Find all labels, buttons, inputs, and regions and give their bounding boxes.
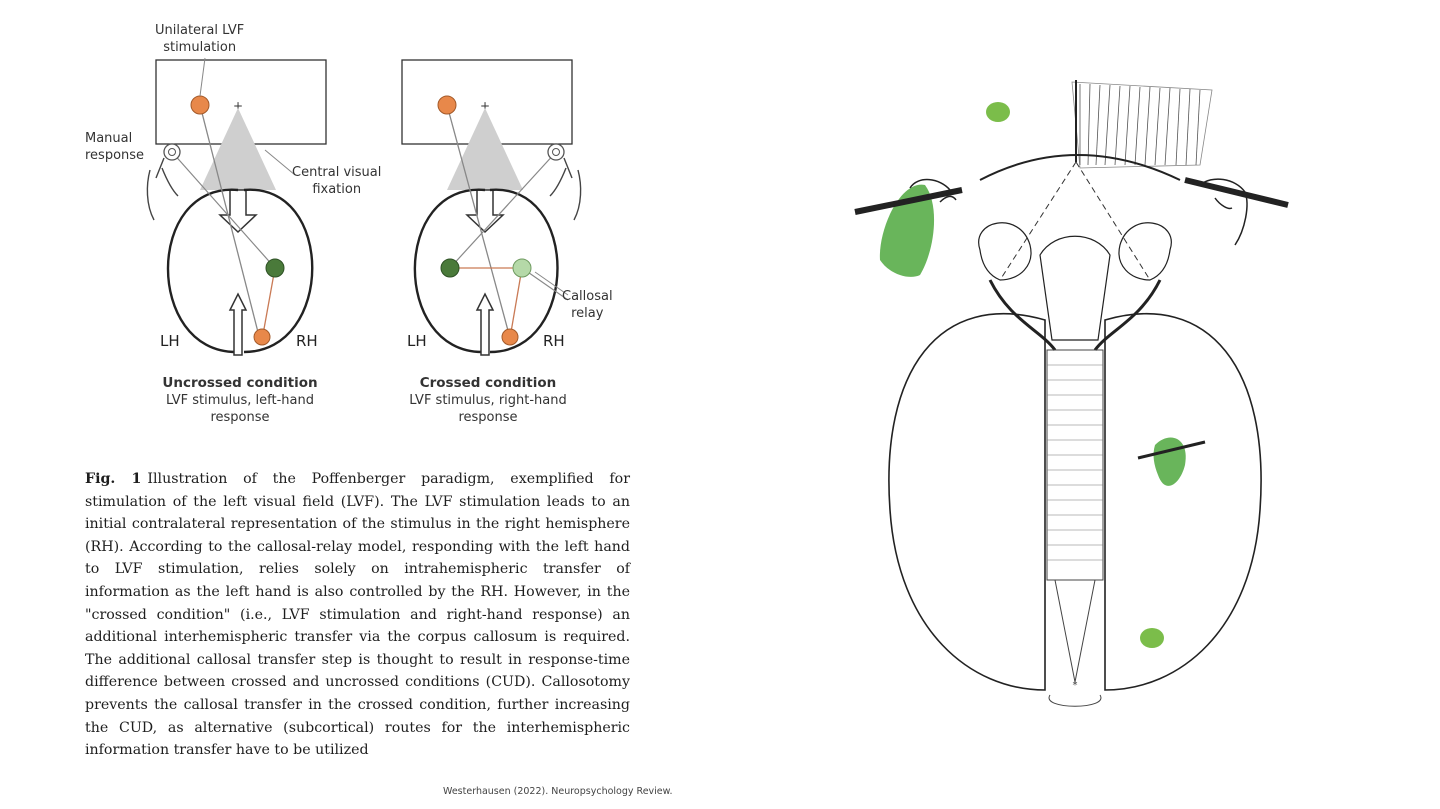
diagram-drawing: + + — [146, 57, 582, 356]
corpus-callosum — [1046, 349, 1104, 581]
uncrossed-condition-caption: Uncrossed condition LVF stimulus, left-h… — [150, 375, 330, 426]
condition-title: Uncrossed condition — [162, 375, 318, 391]
condition-subtitle: LVF stimulus, right-hand response — [409, 393, 567, 425]
citation: Westerhausen (2022). Neuropsychology Rev… — [443, 786, 673, 797]
input-arrow — [465, 189, 505, 234]
lh-label: LH — [160, 332, 180, 350]
output-arrow — [475, 292, 495, 356]
output-arrow — [228, 292, 248, 356]
fixation-cone — [200, 108, 276, 190]
svg-text:*: * — [1073, 680, 1078, 691]
left-hemisphere — [888, 313, 1046, 691]
condition-subtitle: LVF stimulus, left-hand response — [165, 393, 315, 425]
fixation-cross: + — [233, 99, 243, 113]
rh-label: RH — [296, 332, 318, 350]
fixation-cross: + — [480, 99, 490, 113]
fixation-cone — [447, 108, 523, 190]
stimulation-label: Unilateral LVF stimulation — [155, 23, 245, 55]
relay-dot — [512, 258, 532, 278]
brain-drawing: * — [854, 80, 1289, 707]
rh-label: RH — [543, 332, 565, 350]
green-dot — [1140, 628, 1164, 648]
left-hand-drawing — [146, 157, 179, 221]
manual-response-label: Manual response — [85, 131, 145, 163]
right-hemisphere — [1104, 313, 1262, 691]
green-dot — [986, 102, 1010, 122]
stimulus-dot — [437, 95, 457, 115]
right-hand-drawing — [549, 157, 582, 221]
stimulus-dot — [190, 95, 210, 115]
crossed-panel: + — [401, 59, 582, 356]
condition-title: Crossed condition — [419, 375, 557, 391]
lh-label: LH — [407, 332, 427, 350]
crossed-condition-caption: Crossed condition LVF stimulus, right-ha… — [398, 375, 578, 426]
hatched-region — [1071, 80, 1213, 169]
lh-dot — [440, 258, 460, 278]
uncrossed-panel: + — [146, 59, 327, 356]
motor-dot — [253, 328, 271, 346]
brain-illustration: * — [840, 70, 1320, 724]
brain-outline — [413, 188, 559, 354]
figure-label: Fig. 1 — [85, 471, 142, 487]
right-hand-with-pen — [1184, 177, 1289, 246]
poffenberger-diagram: + + — [80, 10, 640, 450]
motor-dot — [501, 328, 519, 346]
left-hand-with-pen — [854, 178, 963, 277]
brain-outline — [166, 188, 314, 354]
caption-text: Illustration of the Poffenberger paradig… — [85, 471, 630, 759]
rh-dot — [265, 258, 285, 278]
callosal-relay-label: Callosal relay — [562, 289, 613, 321]
fixation-label: Central visual fixation — [292, 165, 382, 197]
motor-area-highlight — [1137, 437, 1206, 486]
